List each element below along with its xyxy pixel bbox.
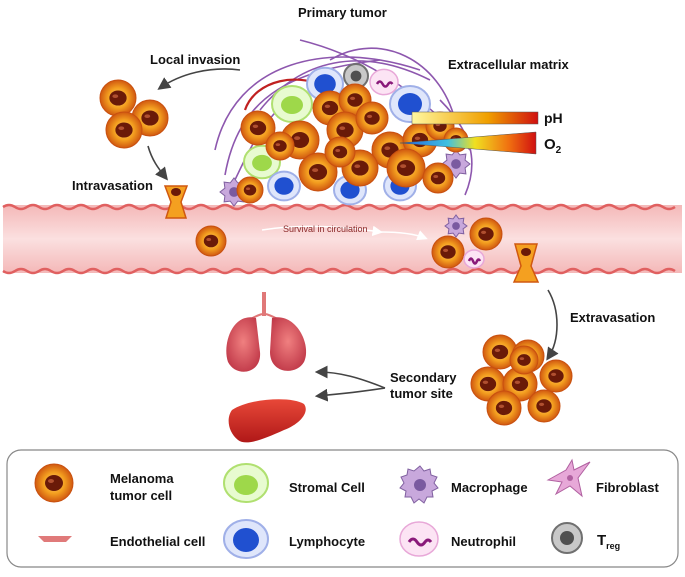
circulating-tumor-cells	[195, 214, 503, 269]
arrow-to-liver	[314, 387, 386, 402]
label-extracellular-matrix: Extracellular matrix	[448, 57, 569, 72]
intravasating-cell	[163, 185, 189, 219]
lungs-icon	[226, 292, 307, 372]
label-local-invasion: Local invasion	[150, 52, 241, 67]
liver-icon	[228, 399, 306, 443]
label-ph: pH	[544, 110, 563, 126]
local-invasion-arrow	[157, 68, 241, 90]
label-o2-main: O	[544, 136, 556, 153]
label-survival-in-circulation: Survival in circulation	[283, 224, 368, 234]
arrow-to-lungs	[314, 365, 386, 389]
melanoma-tumor-cell	[386, 148, 426, 188]
melanoma-tumor-cell	[236, 176, 264, 204]
melanoma-tumor-cell	[469, 217, 503, 251]
legend-stromal-label: Stromal Cell	[289, 480, 365, 495]
label-primary-tumor: Primary tumor	[298, 5, 387, 20]
melanoma-tumor-cell	[298, 152, 338, 192]
legend-endothelial-icon	[38, 536, 72, 542]
secondary-tumor-cluster	[470, 334, 573, 426]
treg-cell	[343, 63, 369, 89]
o2-gradient-wedge	[399, 131, 537, 155]
local-invasion-cluster	[99, 79, 169, 149]
label-extravasation: Extravasation	[570, 310, 656, 325]
legend-box	[6, 449, 679, 568]
legend-treg-icon	[551, 522, 583, 554]
melanoma-tumor-cell	[195, 225, 227, 257]
primary-tumor-cluster	[219, 63, 471, 207]
blood-vessel	[2, 203, 682, 275]
legend-treg-label: Treg	[597, 532, 620, 555]
melanoma-tumor-cell	[99, 79, 137, 117]
legend-neutrophil-label: Neutrophil	[451, 534, 516, 549]
extravasating-cell	[512, 243, 540, 283]
legend-lymphocyte-icon	[223, 519, 269, 559]
label-secondary-line2: tumor site	[390, 386, 453, 401]
label-secondary-line1: Secondary	[390, 370, 457, 385]
melanoma-tumor-cell	[509, 345, 539, 375]
neutrophil-cell	[463, 249, 485, 269]
label-intravasation: Intravasation	[72, 178, 153, 193]
ph-gradient-bar	[411, 111, 539, 125]
melanoma-tumor-cell	[265, 131, 295, 161]
melanoma-tumor-cell	[539, 359, 573, 393]
stromal-cell	[271, 85, 313, 123]
neutrophil-cell	[369, 68, 399, 96]
legend-macrophage-label: Macrophage	[451, 480, 528, 495]
label-o2: O2	[544, 136, 561, 156]
melanoma-tumor-cell	[355, 101, 389, 135]
circulation-arrow-2	[379, 230, 428, 241]
legend-macrophage-icon	[399, 465, 439, 504]
legend-treg-main: T	[597, 532, 607, 549]
extracellular-matrix-fibers	[214, 39, 473, 196]
legend-fibroblast-label: Fibroblast	[596, 480, 659, 495]
legend-melanoma-line2: tumor cell	[110, 488, 173, 503]
melanoma-tumor-cell	[486, 390, 522, 426]
lymphocyte-cell	[267, 170, 301, 202]
legend-melanoma-icon	[34, 463, 74, 503]
melanoma-tumor-cell	[527, 389, 561, 423]
melanoma-tumor-cell	[482, 334, 518, 370]
legend-melanoma-label: Melanoma tumor cell	[110, 470, 174, 504]
legend-endothelial-label: Endothelial cell	[110, 534, 206, 549]
intravasation-arrow	[147, 145, 168, 181]
legend-lymphocyte-label: Lymphocyte	[289, 534, 366, 549]
legend-fibroblast-icon	[546, 458, 591, 498]
circulation-arrow-1	[261, 225, 383, 237]
label-o2-sub: 2	[555, 145, 562, 156]
extravasation-arrow	[546, 289, 559, 361]
legend-stromal-icon	[223, 463, 269, 503]
legend-melanoma-line1: Melanoma	[110, 471, 174, 486]
melanoma-tumor-cell	[324, 136, 356, 168]
melanoma-tumor-cell	[105, 111, 143, 149]
legend-neutrophil-icon	[399, 521, 439, 557]
melanoma-tumor-cell	[431, 235, 465, 269]
legend-treg-sub: reg	[606, 541, 621, 551]
melanoma-tumor-cell	[422, 162, 454, 194]
melanoma-tumor-cell	[240, 110, 276, 146]
macrophage-cell	[444, 214, 468, 238]
